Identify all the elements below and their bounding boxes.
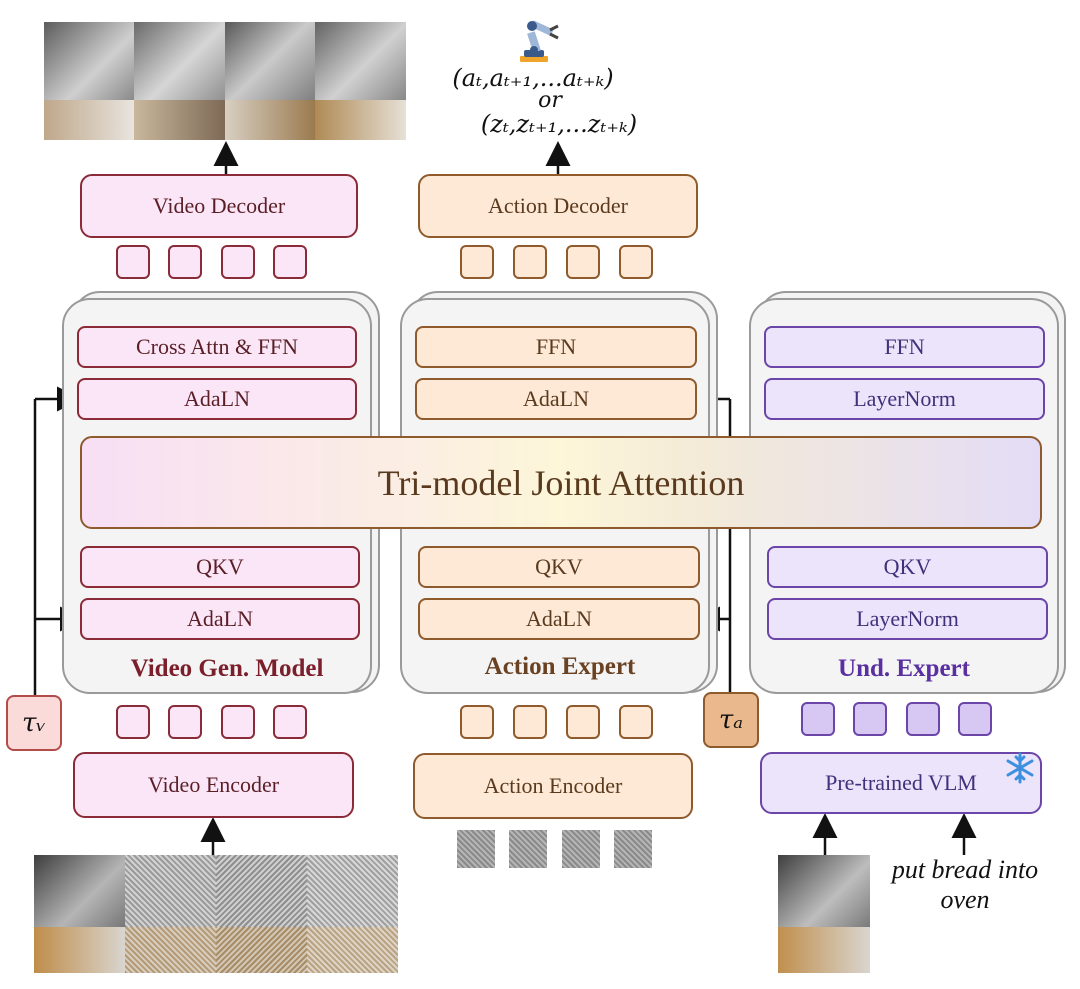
robot-arm-icon (520, 20, 559, 62)
und-input-token (906, 702, 940, 736)
video-encoder: Video Encoder (73, 752, 354, 818)
video-gen-model-title: Video Gen. Model (130, 655, 324, 682)
action-input-token (566, 705, 600, 739)
video-output-token (116, 245, 150, 279)
tau-v-label: τᵥ (6, 695, 62, 751)
action-decoder: Action Decoder (418, 174, 698, 238)
action-input-token (460, 705, 494, 739)
action-encoder: Action Encoder (413, 753, 693, 819)
action-output-token (566, 245, 600, 279)
video-output-token (168, 245, 202, 279)
noisy-video-frames (34, 855, 398, 973)
und-input-token (853, 702, 887, 736)
video-adaln-top: AdaLN (77, 378, 357, 420)
generated-video-frames (44, 22, 406, 140)
noisy-action-input (457, 830, 495, 868)
video-input-token (168, 705, 202, 739)
output-or-text: or (538, 88, 562, 113)
video-input-token (116, 705, 150, 739)
und-expert-title: Und. Expert (838, 655, 970, 682)
action-input-token (513, 705, 547, 739)
und-qkv: QKV (767, 546, 1048, 588)
latent-output-formula: (zₜ,zₜ₊₁,...zₜ₊ₖ) (480, 110, 638, 138)
action-adaln-bottom: AdaLN (418, 598, 700, 640)
action-output-token (513, 245, 547, 279)
action-ffn: FFN (415, 326, 697, 368)
snowflake-icon (1006, 752, 1034, 784)
action-output-formula: (aₜ,aₜ₊₁,...aₜ₊ₖ) (452, 64, 614, 92)
tri-model-joint-attention: Tri-model Joint Attention (80, 436, 1042, 529)
und-input-token (801, 702, 835, 736)
video-adaln-bottom: AdaLN (80, 598, 360, 640)
action-output-token (460, 245, 494, 279)
action-output-token (619, 245, 653, 279)
noisy-action-input (614, 830, 652, 868)
und-layernorm-bottom: LayerNorm (767, 598, 1048, 640)
tau-a-label: τₐ (703, 692, 759, 748)
und-ffn: FFN (764, 326, 1045, 368)
video-output-token (273, 245, 307, 279)
und-input-token (958, 702, 992, 736)
und-layernorm-top: LayerNorm (764, 378, 1045, 420)
action-adaln-top: AdaLN (415, 378, 697, 420)
noisy-action-input (509, 830, 547, 868)
action-expert-title: Action Expert (484, 653, 636, 680)
video-output-token (221, 245, 255, 279)
instruction-text: put bread into oven (891, 855, 1039, 914)
video-input-token (221, 705, 255, 739)
pretrained-vlm: Pre-trained VLM (760, 752, 1042, 814)
action-input-token (619, 705, 653, 739)
video-cross-attn-ffn: Cross Attn & FFN (77, 326, 357, 368)
video-qkv: QKV (80, 546, 360, 588)
vlm-image-input (778, 855, 870, 973)
noisy-action-input (562, 830, 600, 868)
video-decoder: Video Decoder (80, 174, 358, 238)
action-qkv: QKV (418, 546, 700, 588)
video-input-token (273, 705, 307, 739)
